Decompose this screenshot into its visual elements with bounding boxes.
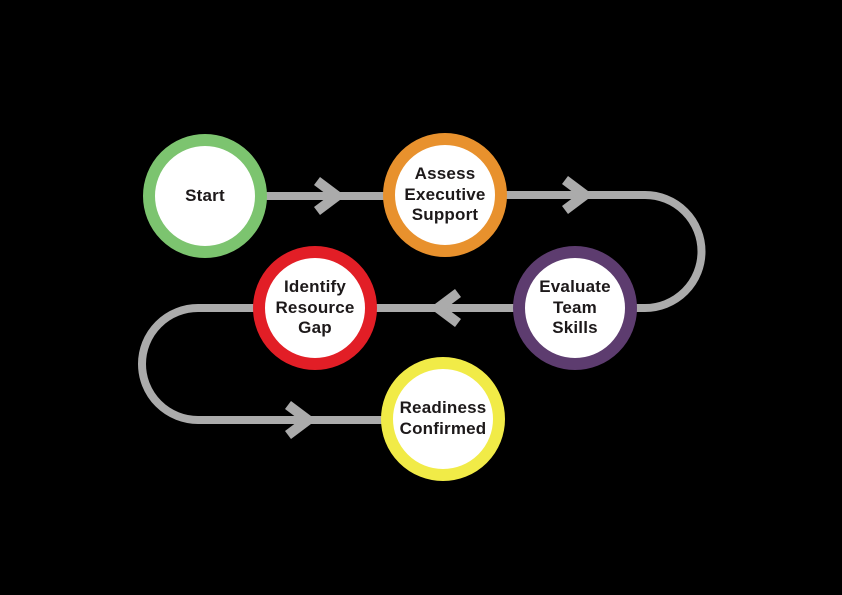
node-readiness-confirmed-label: Readiness Confirmed	[399, 398, 487, 438]
node-evaluate-team-skills: Evaluate Team Skills	[513, 246, 637, 370]
node-assess-executive-support-label: Assess Executive Support	[404, 163, 486, 225]
node-evaluate-team-skills-label: Evaluate Team Skills	[539, 276, 611, 338]
connector-assess-to-evaluate	[450, 191, 706, 312]
arrowhead-assess-to-evaluate	[562, 176, 594, 214]
node-start-label: Start	[185, 185, 225, 205]
node-identify-resource-gap-label: Identify Resource Gap	[275, 276, 355, 338]
arrowhead-identify-to-readiness	[285, 401, 317, 439]
arrowhead-start-to-assess	[314, 177, 346, 215]
arrowhead-evaluate-to-identify	[429, 289, 461, 327]
node-readiness-confirmed: Readiness Confirmed	[381, 357, 505, 481]
node-assess-executive-support: Assess Executive Support	[383, 133, 507, 257]
connector-identify-to-readiness	[138, 304, 455, 424]
node-identify-resource-gap: Identify Resource Gap	[253, 246, 377, 370]
node-start: Start	[143, 134, 267, 258]
